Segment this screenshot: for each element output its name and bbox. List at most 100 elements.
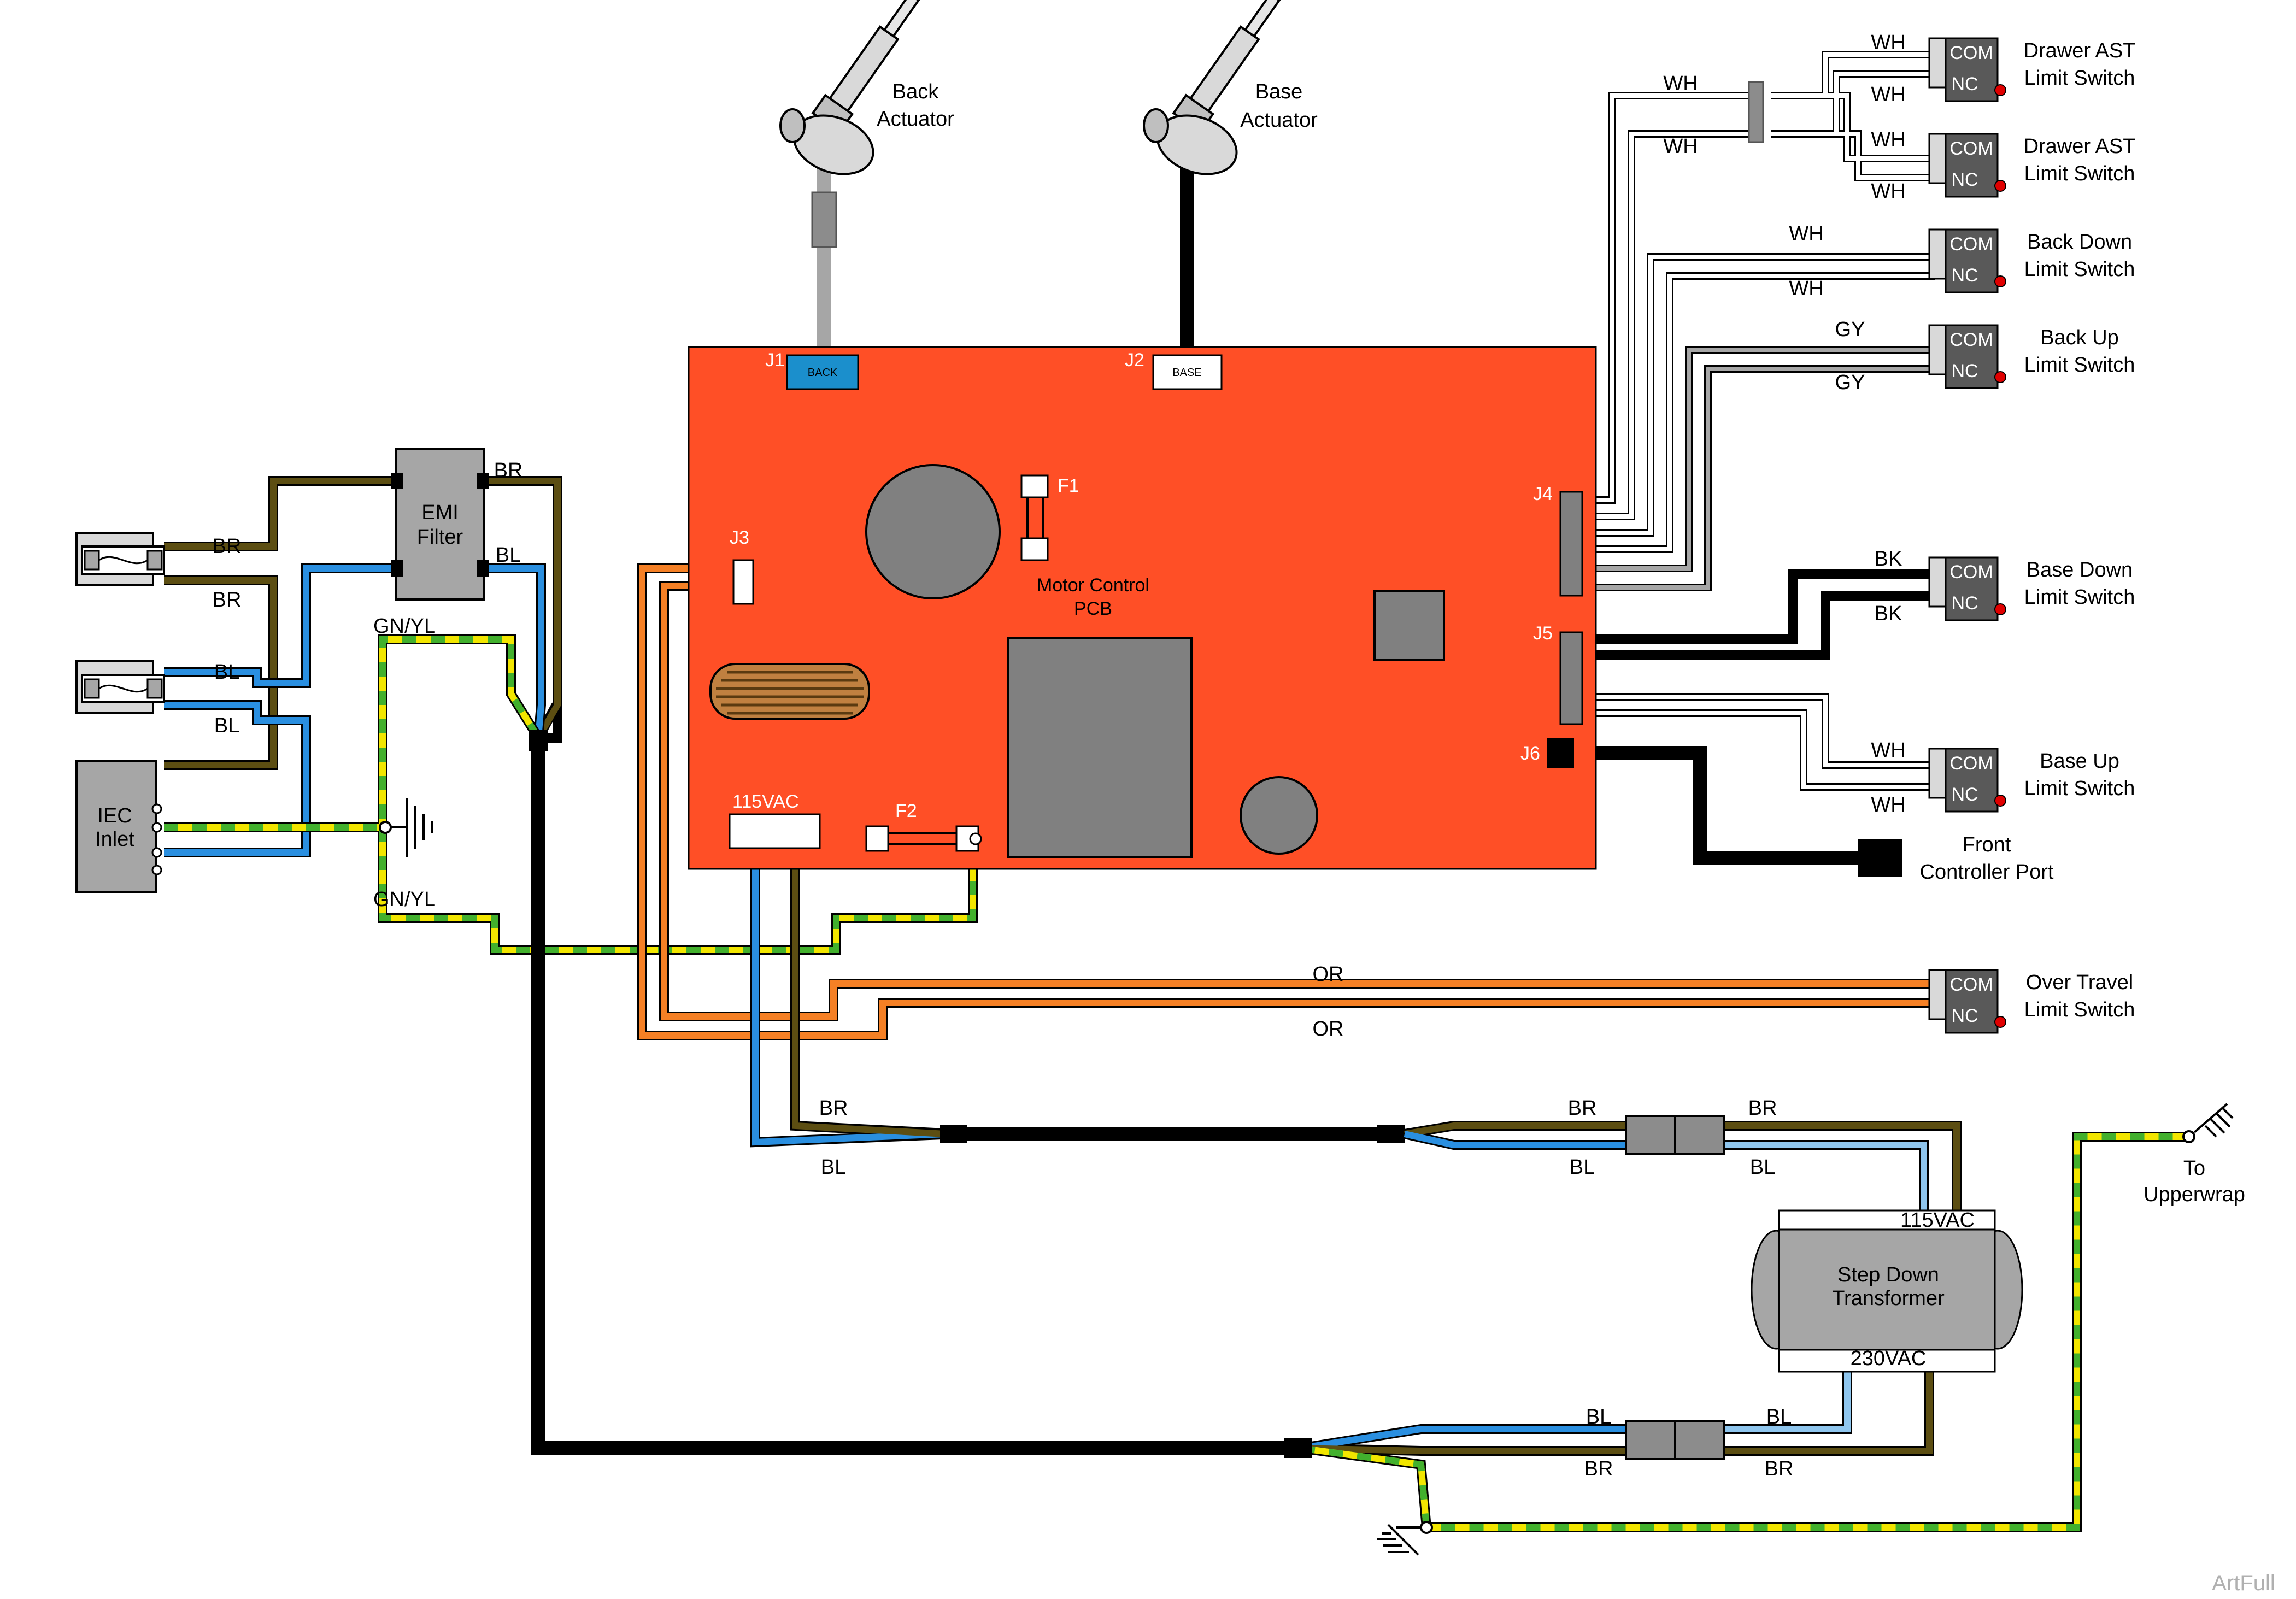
iec-inlet [75,760,162,893]
fuse-f1 [1020,474,1049,561]
switch-indicator [1994,795,2006,807]
j5-label: J5 [1533,623,1553,644]
wire-color-label: WH [1663,135,1698,158]
wire-color-label: OR [1313,963,1344,986]
switch-name-line1: Over Travel [2026,971,2133,994]
wire-color-label: WH [1871,31,1905,54]
wire-color-label: BL [1750,1156,1775,1179]
ground-symbol-left [379,798,433,857]
j1-connector [786,354,859,390]
fuse-holder-top [75,532,165,586]
switch-name-line1: Drawer AST [2024,135,2136,158]
transformer-bottom-voltage: 230VAC [1851,1347,1927,1370]
switch-com-label: COM [1949,330,1993,350]
wire-color-label: GY [1835,371,1865,394]
wire-color-label: WH [1871,180,1905,203]
switch-name-line2: Limit Switch [2024,354,2135,377]
front-controller-port [1858,839,1902,877]
wire-color-label: WH [1871,83,1905,106]
wire-color-label: BR [1765,1457,1794,1480]
switch-indicator [1994,1016,2006,1028]
pcb-voltage-label: 115VAC [732,791,799,812]
j2-label: J2 [1125,350,1144,371]
switch-nc-label: NC [1951,169,1978,190]
wire-color-label: BL [214,714,239,737]
emi-filter [391,448,489,601]
wire-color-label: BR [1584,1457,1613,1480]
j1-label: J1 [765,350,785,371]
wire-color-label: BR [819,1097,848,1120]
base-actuator [1143,0,1281,175]
wire-color-label: WH [1789,222,1823,245]
switch-name-line2: Limit Switch [2024,258,2135,281]
115vac-connector [729,813,821,849]
switch-com-label: COM [1949,138,1993,159]
step-down-transformer [1751,1209,2023,1373]
switch-name-line2: Limit Switch [2024,998,2135,1021]
switch-com-label: COM [1949,43,1993,63]
motor-control-pcb: BACK J1 BASE J2 F1 F2 [688,346,1597,870]
switch-name-line2: Limit Switch [2024,777,2135,800]
wire-color-label: OR [1313,1018,1344,1040]
wire-color-label: GY [1835,318,1865,341]
switch-nc-label: NC [1951,361,1978,381]
j3-label: J3 [730,527,749,548]
switch-nc-label: NC [1951,1006,1978,1026]
switch-name-line2: Limit Switch [2024,67,2135,90]
j3-connector [732,559,754,605]
wire-color-label: BL [214,661,239,684]
transformer-top-voltage: 115VAC [1900,1209,1975,1232]
switch-name-line2: Limit Switch [2024,162,2135,185]
fuse-holder-bottom [75,660,165,714]
pcb-capacitor-large [865,464,1001,599]
ground-symbol-upperwrap [2182,1103,2234,1143]
wire-color-label: GN/YL [373,888,436,911]
switch-com-label: COM [1949,562,1993,583]
wire-color-label: BK [1875,548,1902,571]
transformer-connector-bottom [1625,1420,1725,1460]
switch-indicator [1994,603,2006,615]
switch-nc-label: NC [1951,784,1978,805]
j2-connector [1152,354,1223,390]
back-actuator [779,0,920,175]
main-black-cable [531,738,1295,1455]
fuse-f2 [865,825,982,852]
wire-labels: BR BR BL BL BR BL GN/YL GN/YL WH WH WH WH WH WH WH WH GY… [213,31,1906,1480]
wire-color-label: WH [1871,739,1905,762]
wires [164,51,2186,1532]
switch-name-line1: Base Down [2027,559,2133,581]
wire-color-label: GN/YL [373,615,436,638]
wire-color-label: WH [1871,793,1905,816]
watermark: ArtFull [2212,1571,2275,1595]
wire-color-label: BL [1766,1406,1792,1428]
switch-indicator [1994,84,2006,96]
wire-color-label: BK [1875,602,1902,625]
switch-nc-label: NC [1951,74,1978,95]
switch-name-line1: Base Up [2040,750,2119,773]
wire-color-label: BR [1568,1097,1597,1120]
wire-color-label: WH [1789,277,1823,300]
pcb-capacitor-small [1240,776,1318,855]
switch-nc-label: NC [1951,265,1978,286]
j6-label: J6 [1520,743,1540,764]
wire-color-label: BR [213,535,242,558]
j1-connector-label: BACK [808,367,838,379]
wire-color-label: WH [1871,128,1905,151]
wire-color-label: BL [1586,1406,1611,1428]
wire-color-label: BL [1570,1156,1595,1179]
wire-color-label: BR [494,459,523,482]
back-actuator-cable [811,161,837,355]
switch-name-line1: Back Down [2027,231,2132,254]
